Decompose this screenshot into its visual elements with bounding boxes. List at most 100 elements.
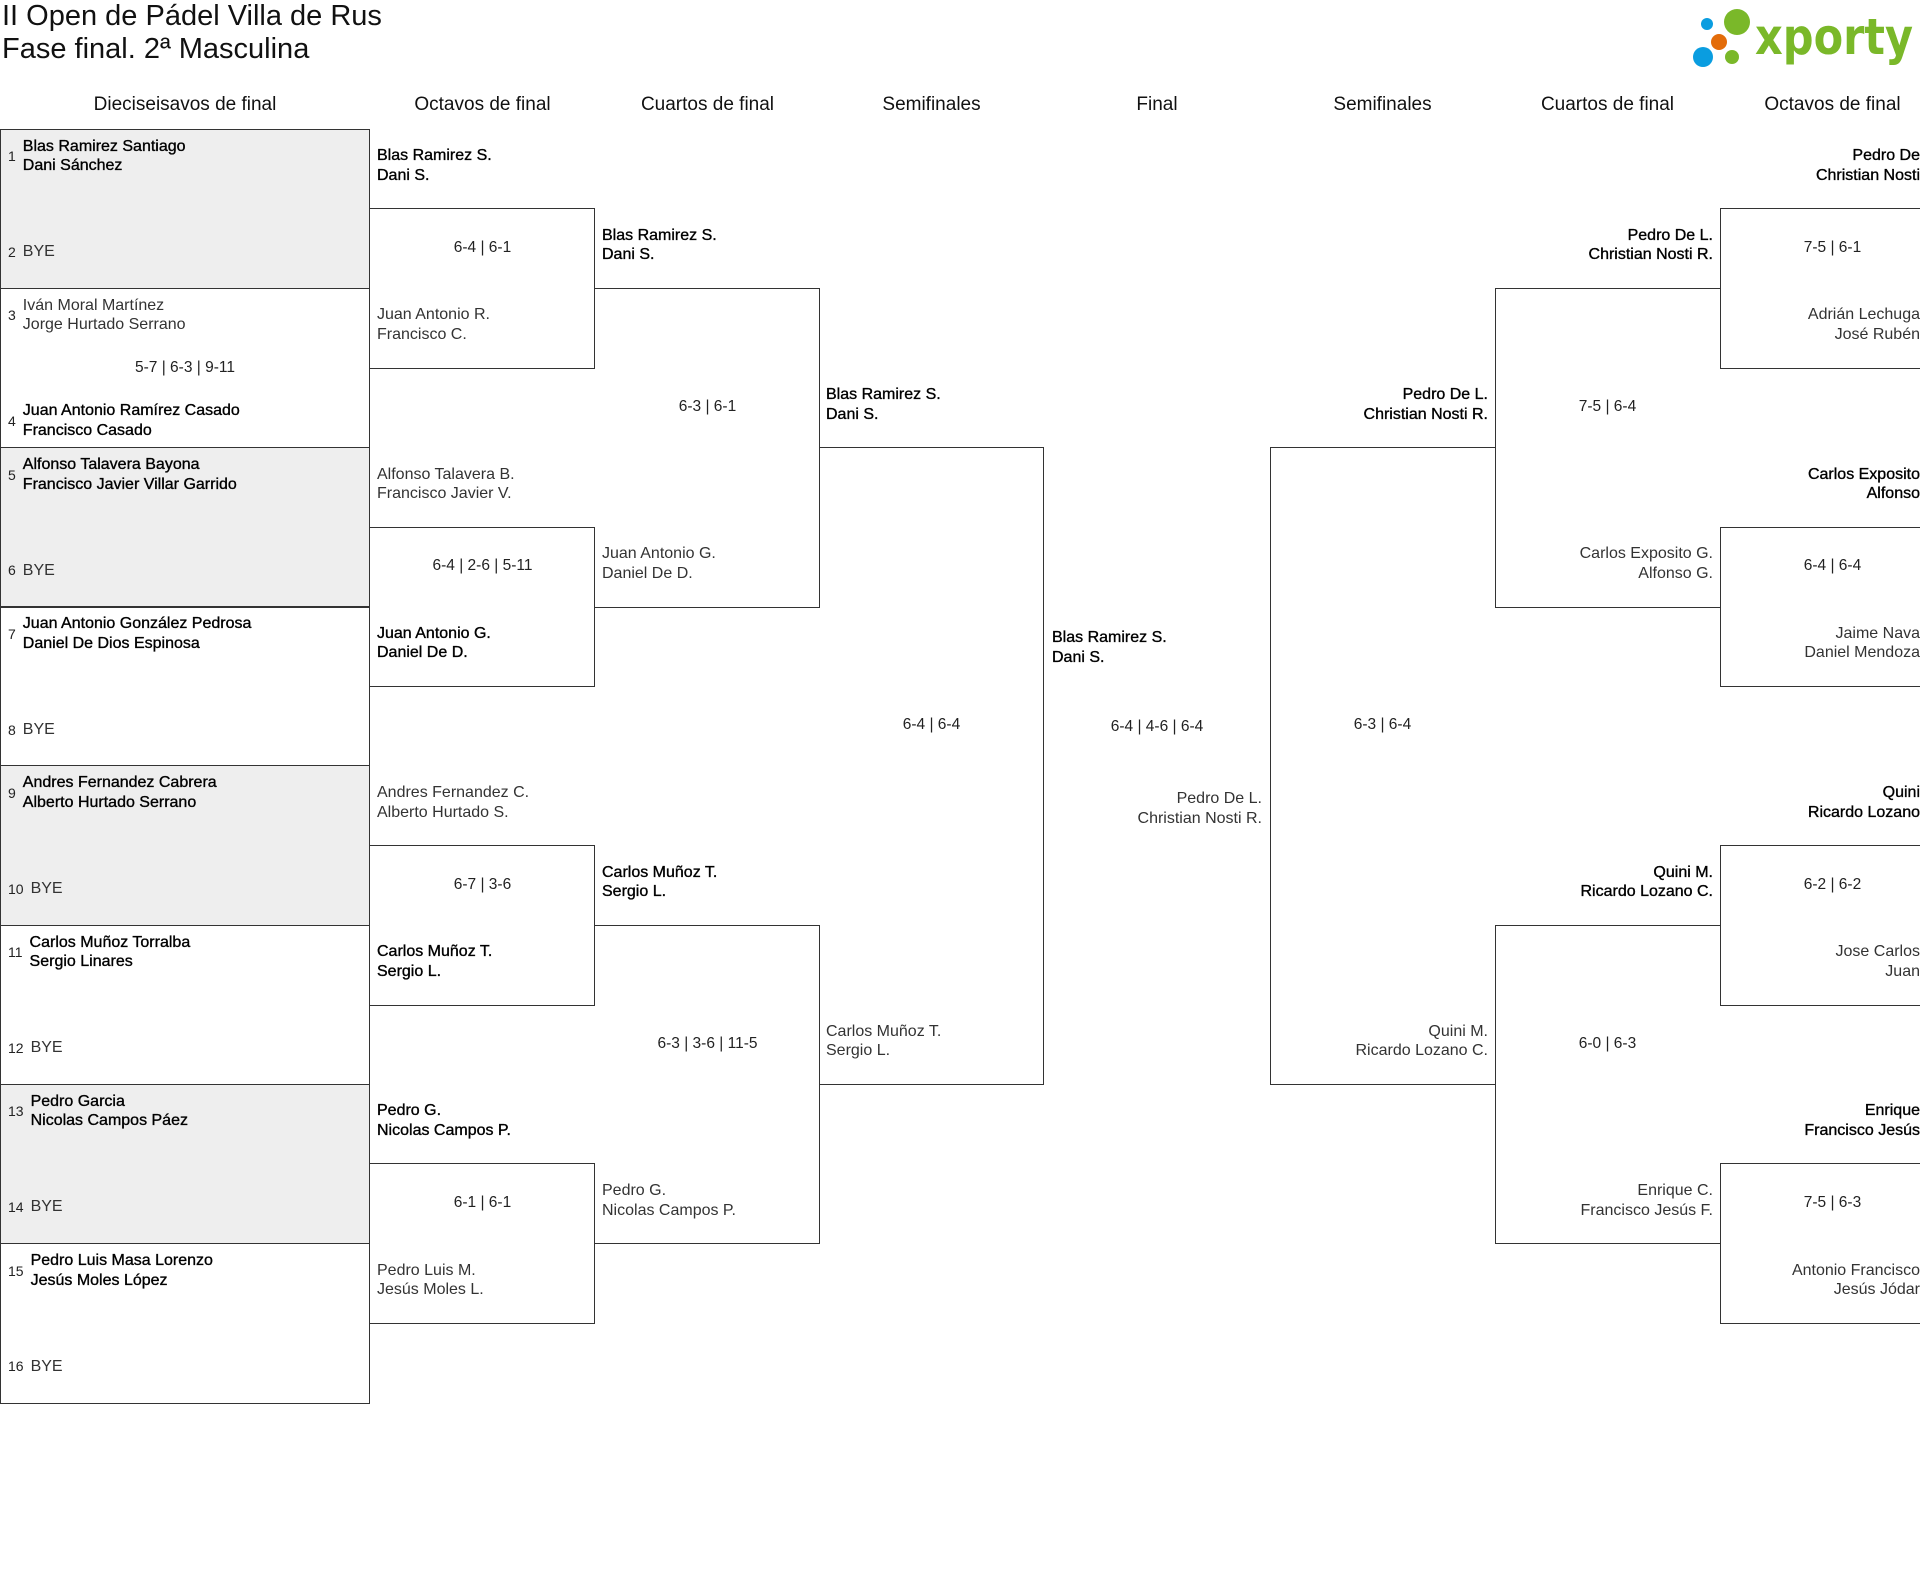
player-name: Jaime Nava [1835,624,1920,642]
team-entry[interactable]: Pedro De L.Christian Nosti R. [1270,385,1488,424]
team-entry[interactable]: Andres Fernandez C.Alberto Hurtado S. [377,783,529,822]
player-name: Ricardo Lozano C. [1355,1042,1488,1060]
player-name: Carlos Muñoz T. [826,1022,942,1040]
seed-number: 11 [8,944,23,961]
player-name: Juan [1885,962,1920,980]
player-name: Francisco Javier Villar Garrido [22,475,237,493]
player-name: Jesús Moles López [30,1271,168,1289]
team-names: BYE [23,561,55,581]
team-entry[interactable]: 8 BYE [8,720,55,740]
player-name: BYE [30,1198,63,1216]
team-entry[interactable]: Juan Antonio R.Francisco C. [377,305,490,344]
player-name: BYE [22,561,55,579]
player-name: BYE [22,720,55,738]
team-names: BYE [23,720,55,740]
match-score: 6-2 | 6-2 [1803,875,1862,893]
match-score: 6-4 | 6-4 [1803,557,1862,575]
title-line-2: Fase final. 2ª Masculina [2,33,310,65]
player-name: Christian Nosti R. [1588,246,1713,264]
team-entry[interactable]: Pedro Luis M.Jesús Moles L. [377,1261,484,1300]
team-names: BYE [31,879,63,899]
player-name: Ricardo Lozano [1807,803,1920,821]
team-entry[interactable]: Juan Antonio G.Daniel De D. [377,624,491,663]
player-name: Alberto Hurtado S. [377,803,509,821]
player-name: Dani S. [602,246,655,264]
team-entry[interactable]: Alfonso Talavera B.Francisco Javier V. [377,465,515,504]
player-name: Juan Antonio González Pedrosa [22,615,252,633]
team-entry[interactable]: Carlos Muñoz T.Sergio L. [377,942,493,981]
player-name: Iván Moral Martínez [22,296,165,314]
player-name: Alfonso G. [1638,564,1713,582]
team-entry[interactable]: Pedro G.Nicolas Campos P. [377,1101,511,1140]
player-name: Quini M. [1653,863,1713,881]
round-header: Octavos de final [1764,94,1901,115]
player-name: Francisco Casado [22,421,152,439]
seed-number: 9 [8,784,16,801]
seed-number: 8 [8,721,16,738]
player-name: Pedro De L. [1627,226,1713,244]
match-score: 6-3 | 6-4 [1353,716,1412,734]
team-entry[interactable]: Blas Ramirez S.Dani S. [602,226,717,265]
match-connector-left-r16 [370,526,595,688]
team-entry[interactable]: Blas Ramirez S.Dani S. [826,385,941,424]
match-score: 7-5 | 6-4 [1578,398,1637,415]
match-connector-right-r16 [1720,526,1920,688]
team-names: BYE [31,1197,63,1217]
match-connector-right-r16 [1720,1163,1920,1325]
player-name: Nicolas Campos P. [377,1121,511,1139]
team-entry[interactable]: Carlos Muñoz T.Sergio L. [602,863,718,902]
team-entry[interactable]: Blas Ramirez S.Dani S. [377,146,492,185]
team-entry[interactable]: Pedro De L. Christian Nosti R. [1495,226,1713,265]
round-header: Semifinales [882,94,981,115]
match-score: 7-5 | 6-3 [1803,1194,1862,1211]
player-name: Dani S. [826,405,879,423]
team-entry[interactable]: 6 BYE [8,561,55,581]
logo-dot-icon [1693,47,1713,67]
team-entry[interactable]: Blas Ramirez S.Dani S. [1052,628,1167,667]
player-name: Pedro G. [377,1102,442,1120]
team-entry[interactable]: Pedro De L.Christian Nosti R. [1044,789,1262,828]
title-line-1: II Open de Pádel Villa de Rus [2,0,382,32]
player-name: Dani S. [377,166,430,184]
seed-number: 4 [8,412,16,429]
team-entry[interactable]: Quini M.Ricardo Lozano C. [1270,1022,1488,1061]
player-name: Enrique [1864,1102,1920,1120]
player-name: Carlos Muñoz T. [602,863,718,881]
team-entry[interactable]: Carlos Exposito G.Alfonso G. [1495,544,1713,583]
player-name: Carlos Exposito [1807,465,1920,483]
seed-number: 2 [8,244,16,261]
seed-number: 6 [8,562,16,579]
team-entry[interactable]: Enrique C.Francisco Jesús F. [1495,1181,1713,1220]
team-entry[interactable]: Quini M.Ricardo Lozano C. [1495,863,1713,902]
seed-number: 7 [8,625,16,642]
match-score: 6-4 | 6-4 [902,716,961,734]
team-entry[interactable]: Pedro G.Nicolas Campos P. [602,1181,736,1220]
team-entry[interactable]: Carlos Muñoz T.Sergio L. [826,1022,941,1061]
team-entry[interactable]: Juan Antonio G.Daniel De D. [602,544,716,583]
